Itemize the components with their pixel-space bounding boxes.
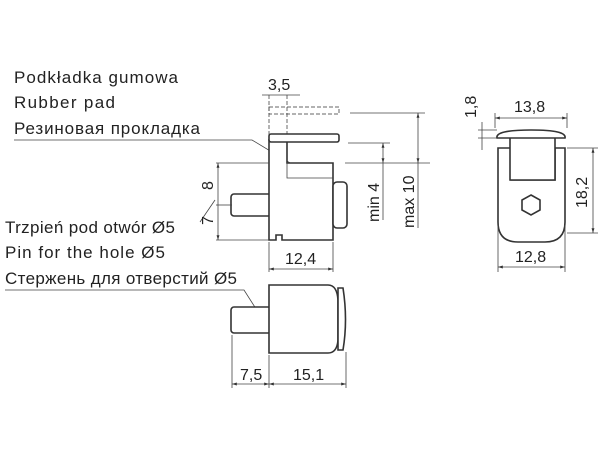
cap	[496, 129, 566, 139]
dim-8: 8	[200, 181, 217, 190]
side-view: 3,5 8 7 12,4 min 4 max 10	[200, 77, 430, 272]
bottom-view: 7,5 15,1	[230, 284, 347, 388]
hex-socket	[521, 194, 541, 216]
pin-label-ru: Стержень для отверстий Ø5	[5, 269, 237, 288]
dim-7-5: 7,5	[240, 367, 262, 384]
pin-leader-line-top	[199, 199, 216, 223]
pin-label-en: Pin for the hole Ø5	[5, 243, 165, 262]
dim-7: 7	[200, 216, 217, 225]
cap-bottom	[337, 287, 347, 351]
label-pl: Podkładka gumowa	[14, 68, 179, 87]
pin-bottom	[230, 306, 272, 334]
dim-15-1: 15,1	[293, 367, 324, 384]
dim-3-5: 3,5	[268, 77, 290, 94]
front-view: 13,8 1,8 18,2 12,8	[463, 96, 598, 272]
pin-label-pl: Trzpień pod otwór Ø5	[5, 218, 175, 237]
dim-1-8: 1,8	[463, 96, 480, 118]
label-en: Rubber pad	[14, 93, 115, 112]
dim-18-2: 18,2	[574, 177, 591, 208]
pin-label: Trzpień pod otwór Ø5 Pin for the hole Ø5…	[5, 199, 259, 313]
knob	[332, 181, 348, 229]
dim-13-8: 13,8	[514, 99, 545, 116]
label-ru: Резиновая прокладка	[14, 119, 201, 138]
dim-12-8: 12,8	[515, 249, 546, 266]
dim-12-4: 12,4	[285, 251, 316, 268]
rubber-pad	[268, 133, 340, 143]
pin-leader-line	[5, 289, 259, 313]
body	[268, 139, 334, 241]
body-bottom	[268, 284, 339, 354]
pin	[230, 193, 272, 217]
rubber-pad-label: Podkładka gumowa Rubber pad Резиновая пр…	[14, 68, 306, 173]
dim-max-10: max 10	[401, 175, 418, 228]
pad-leader-line	[14, 139, 306, 173]
dim-min-4: min 4	[366, 183, 383, 222]
